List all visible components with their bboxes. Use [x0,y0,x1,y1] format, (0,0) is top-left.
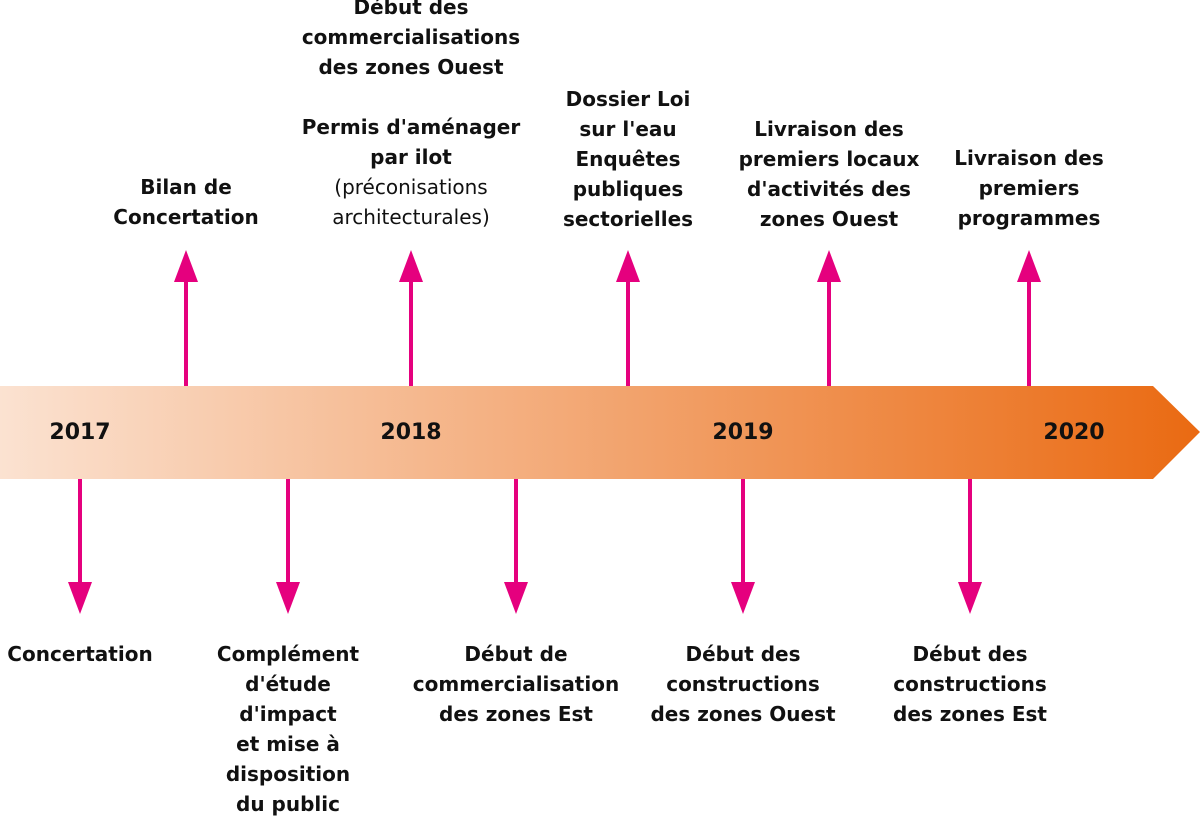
event-label-above-line: des zones Ouest [318,55,504,79]
event-label-below-line: constructions [666,672,820,696]
event-label-below-line: et mise à [236,732,340,756]
event-label-below-line: d'étude [245,672,331,696]
event-label-below-line: Complément [216,642,360,666]
down-arrow [731,479,755,614]
event-label-below: Concertation [7,639,152,669]
event-label-above-line: premiers [978,176,1080,200]
down-arrow [504,479,528,614]
event-label-above-line: zones Ouest [759,207,899,231]
year-label-2019: 2019 [712,420,774,445]
down-arrow [958,479,982,614]
event-label-above-line: Enquêtes [575,147,681,171]
up-arrow [817,250,841,386]
down-arrow [68,479,92,614]
connector-arrows [68,250,1041,614]
event-label-below: Début des constructions des zones Ouest [650,639,835,729]
year-label-2018: 2018 [380,420,442,445]
event-label-above: Début des commercialisations des zones Oue… [302,0,520,232]
event-label-above-line: d'activités des [747,177,911,201]
event-label-above-line: Livraison des [954,146,1104,170]
event-label-above-line: Livraison des [754,117,904,141]
event-label-above-line: commercialisations [301,25,521,49]
up-arrow [399,250,423,386]
event-label-above: Bilan de Concertation [113,172,258,232]
event-label-above-line: Concertation [113,205,259,229]
year-label-2017: 2017 [49,420,111,445]
event-label-below-line: Début de [464,642,568,666]
up-arrow [174,250,198,386]
event-label-above-line: Bilan de [140,175,232,199]
year-label-2020: 2020 [1043,420,1105,445]
event-label-above-line: sectorielles [562,207,694,231]
event-label-above-line: sur l'eau [579,117,677,141]
event-label-above-line: programmes [957,206,1101,230]
up-arrow [616,250,640,386]
event-label-below: Complément d'étude d'impact et mise à dispos… [217,639,359,819]
event-label-above-line: publiques [572,177,684,201]
event-label-below-line: des zones Est [893,702,1047,726]
event-label-below: Début de commercialisation des zones Est [413,639,619,729]
event-label-above-line: premiers locaux [738,147,920,171]
up-arrow [1017,250,1041,386]
event-label-below-line: d'impact [239,702,337,726]
event-label-below-line: Début des [912,642,1028,666]
event-label-below-line: du public [236,792,340,816]
event-label-below-line: Début des [685,642,801,666]
down-arrow [276,479,300,614]
event-label-above-line [302,82,520,112]
event-label-below-line: des zones Est [439,702,593,726]
event-label-above-line: Dossier Loi [565,87,691,111]
event-label-below-line: commercialisation [412,672,620,696]
event-label-above: Livraison des premiers locaux d'activités … [739,114,920,234]
event-label-above: Livraison des premiers programmes [954,143,1103,233]
event-label-below-line: Concertation [7,642,153,666]
event-label-below-line: constructions [893,672,1047,696]
event-label-below-line: disposition [225,762,351,786]
event-label-above-line: architecturales) [332,205,490,229]
event-label-above-line: Permis d'aménager [301,115,521,139]
event-label-above-line: (préconisations [334,175,488,199]
event-label-below-line: des zones Ouest [650,702,836,726]
event-label-above-line: par ilot [370,145,452,169]
event-label-above-line: Début des [353,0,469,19]
timeline-band [0,386,1200,479]
event-label-below: Début des constructions des zones Est [893,639,1047,729]
